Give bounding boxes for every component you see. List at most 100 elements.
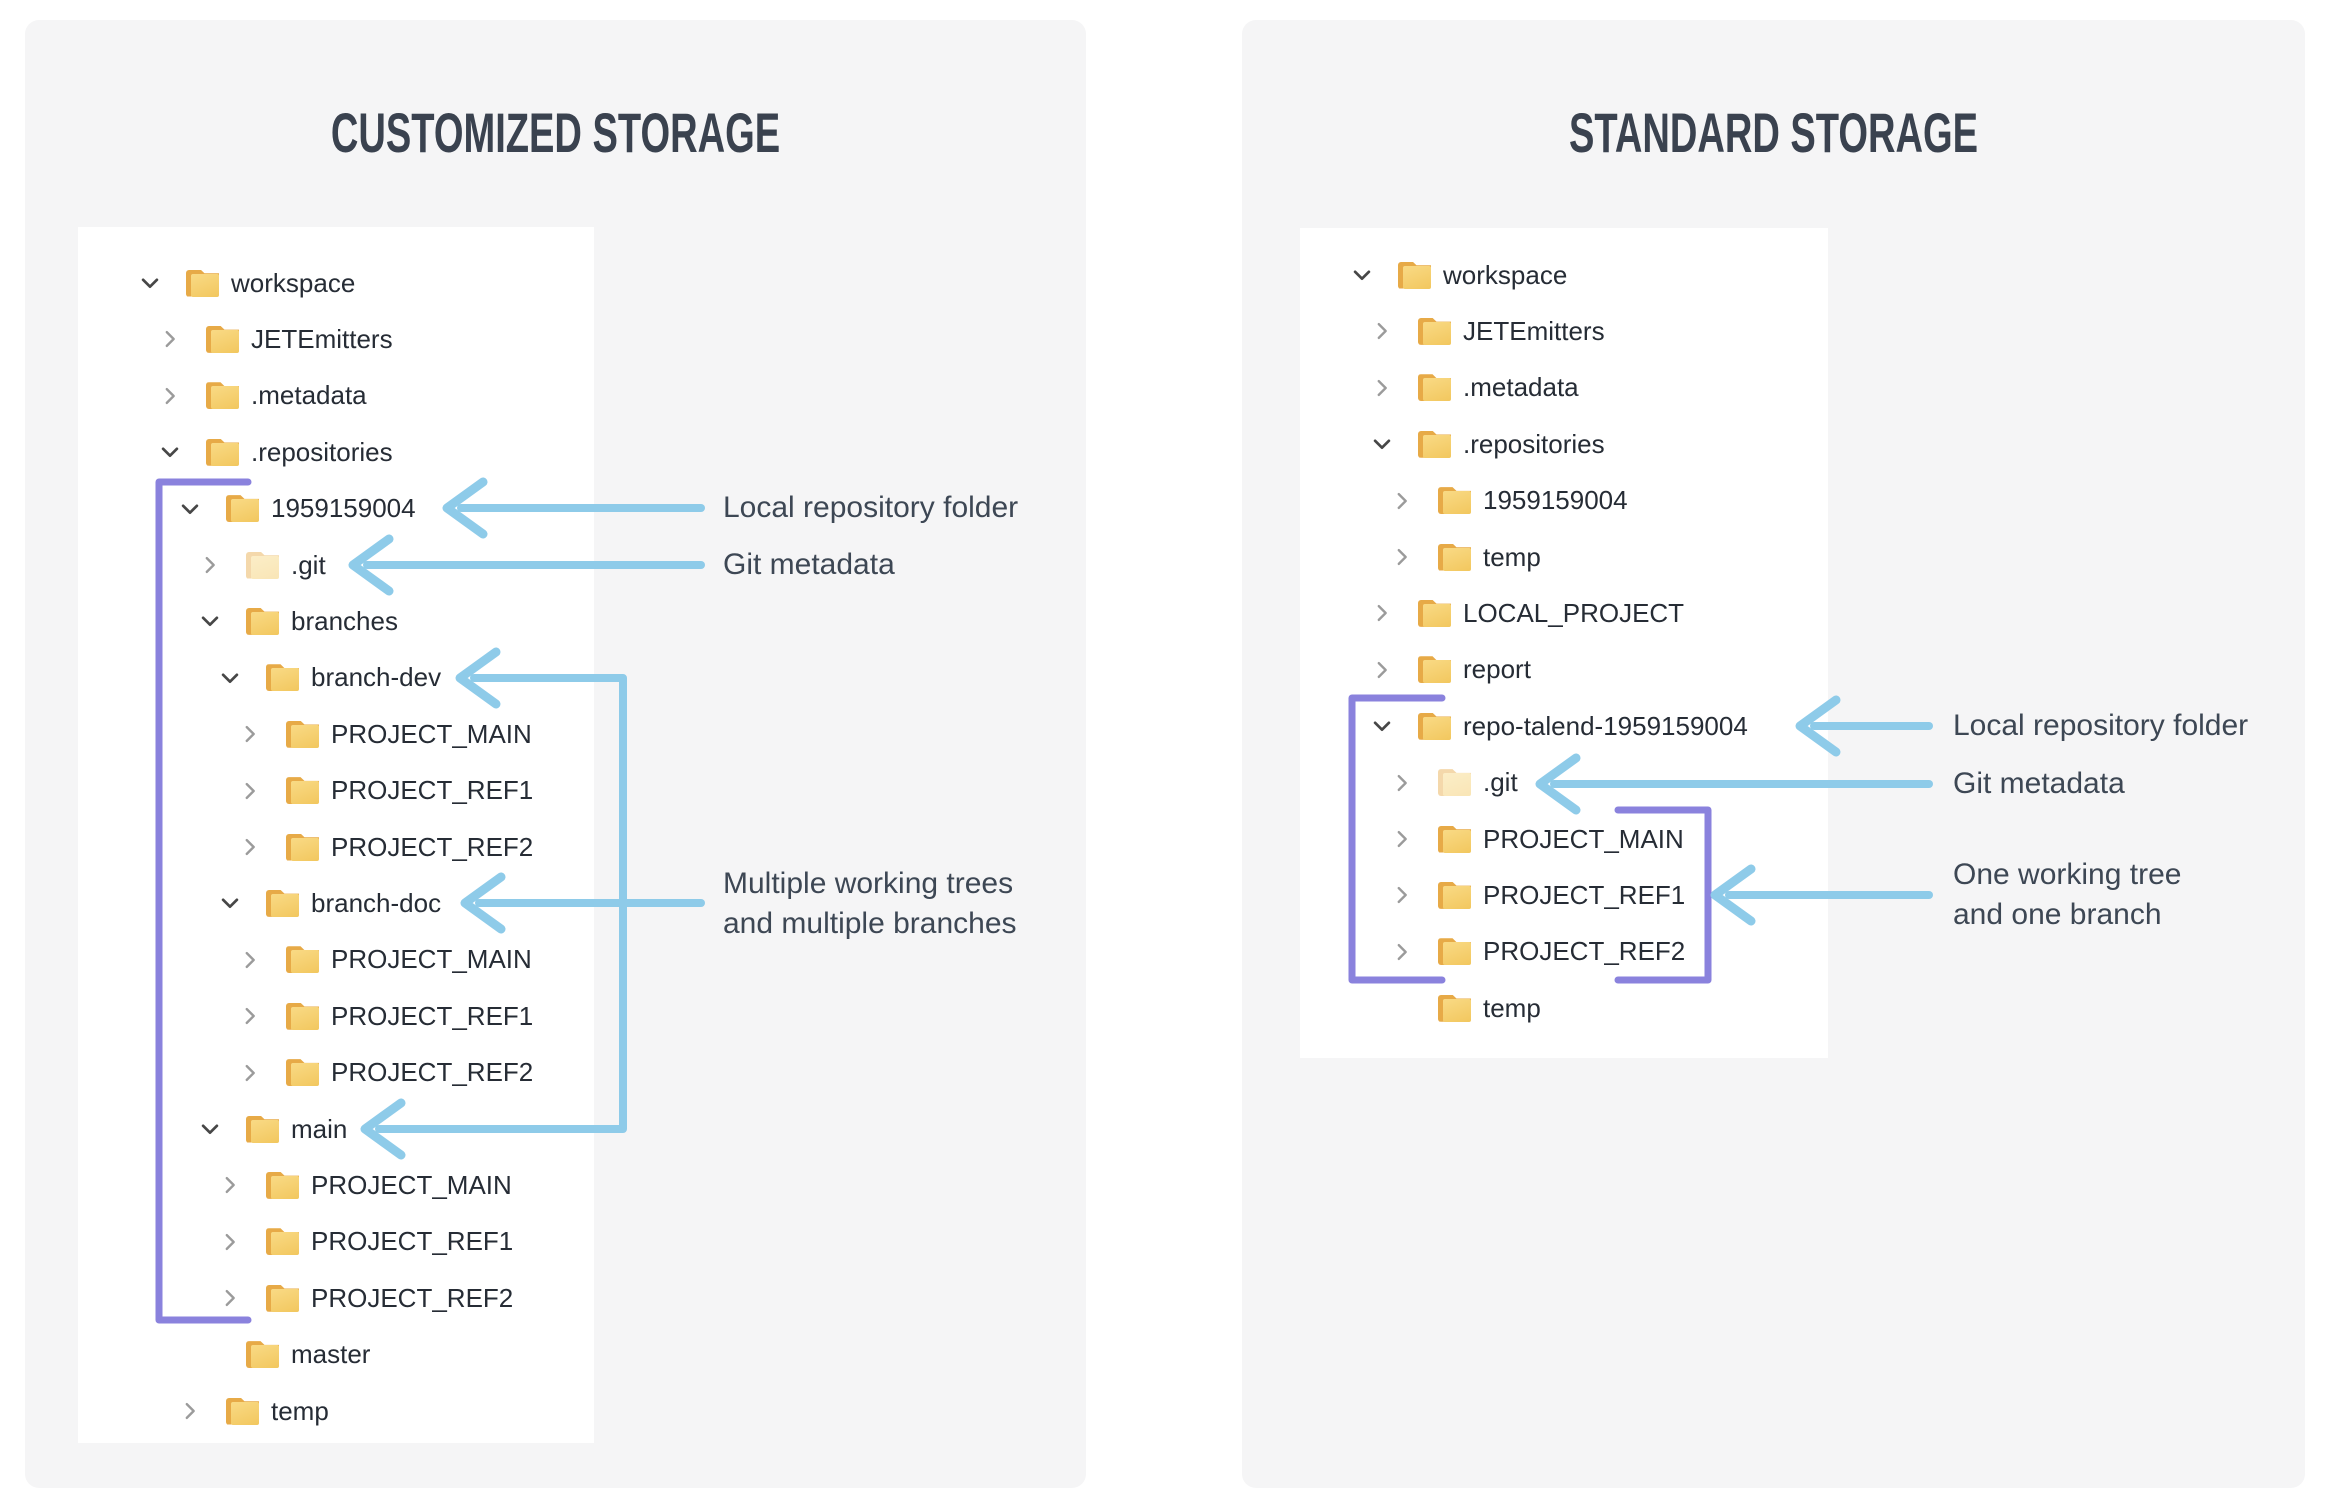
tree-item-workspace[interactable]: workspace xyxy=(1350,247,1567,303)
chevron-down-icon[interactable] xyxy=(218,891,242,915)
chevron-right-icon[interactable] xyxy=(238,779,262,803)
folder-icon xyxy=(246,551,279,579)
chevron-right-icon[interactable] xyxy=(238,835,262,859)
folder-icon xyxy=(286,1059,319,1087)
chevron-right-icon[interactable] xyxy=(1390,883,1414,907)
tree-item-label: PROJECT_REF2 xyxy=(331,831,534,862)
tree-item-label: .git xyxy=(1483,767,1518,798)
tree-item-main[interactable]: main xyxy=(198,1101,347,1157)
tree-item-label: 1959159004 xyxy=(1483,485,1628,516)
folder-icon xyxy=(266,889,299,917)
tree-item-local_project[interactable]: LOCAL_PROJECT xyxy=(1370,585,1684,641)
tree-item-project_ref1[interactable]: PROJECT_REF1 xyxy=(238,763,533,819)
chevron-right-icon[interactable] xyxy=(1390,940,1414,964)
annotation-git-metadata: Git metadata xyxy=(723,548,895,581)
tree-item-branch-doc[interactable]: branch-doc xyxy=(218,875,441,931)
tree-item-label: report xyxy=(1463,654,1531,685)
tree-item-workspace[interactable]: workspace xyxy=(138,255,355,311)
chevron-down-icon[interactable] xyxy=(138,271,162,295)
tree-item-label: PROJECT_MAIN xyxy=(1483,823,1684,854)
tree-item-project_main[interactable]: PROJECT_MAIN xyxy=(238,706,532,762)
folder-icon xyxy=(1418,317,1451,345)
tree-item-jetemitters[interactable]: JETEmitters xyxy=(158,311,393,367)
tree-item-label: branches xyxy=(291,605,398,636)
tree-item-project_ref1[interactable]: PROJECT_REF1 xyxy=(1390,867,1685,923)
chevron-down-icon[interactable] xyxy=(178,497,202,521)
tree-item-project_main[interactable]: PROJECT_MAIN xyxy=(1390,811,1684,867)
chevron-right-icon[interactable] xyxy=(178,1399,202,1423)
folder-icon xyxy=(286,946,319,974)
chevron-down-icon[interactable] xyxy=(198,609,222,633)
tree-item-temp[interactable]: temp xyxy=(178,1383,329,1439)
chevron-down-icon[interactable] xyxy=(1350,263,1374,287)
tree-item-label: PROJECT_MAIN xyxy=(311,1169,512,1200)
tree-item-temp[interactable]: temp xyxy=(1390,980,1541,1036)
tree-item-1959159004[interactable]: 1959159004 xyxy=(1390,473,1628,529)
chevron-down-icon[interactable] xyxy=(1370,432,1394,456)
tree-item-label: PROJECT_MAIN xyxy=(331,944,532,975)
chevron-right-icon[interactable] xyxy=(158,327,182,351)
folder-icon xyxy=(246,607,279,635)
folder-icon xyxy=(1438,881,1471,909)
folder-icon xyxy=(1418,430,1451,458)
chevron-right-icon[interactable] xyxy=(218,1173,242,1197)
folder-icon xyxy=(1418,374,1451,402)
chevron-right-icon[interactable] xyxy=(158,384,182,408)
chevron-right-icon[interactable] xyxy=(238,1004,262,1028)
tree-item-.repositories[interactable]: .repositories xyxy=(158,424,393,480)
tree-item-report[interactable]: report xyxy=(1370,642,1531,698)
tree-item-label: .repositories xyxy=(1463,428,1605,459)
tree-item-label: JETEmitters xyxy=(1463,315,1605,346)
tree-item-.git[interactable]: .git xyxy=(1390,755,1518,811)
folder-icon xyxy=(286,1002,319,1030)
folder-icon xyxy=(246,1115,279,1143)
chevron-right-icon[interactable] xyxy=(198,553,222,577)
annotation-line: One working tree xyxy=(1953,858,2182,891)
tree-item-project_ref1[interactable]: PROJECT_REF1 xyxy=(218,1214,513,1270)
folder-icon xyxy=(1418,599,1451,627)
chevron-right-icon[interactable] xyxy=(1390,489,1414,513)
tree-item-temp[interactable]: temp xyxy=(1390,529,1541,585)
chevron-down-icon[interactable] xyxy=(218,666,242,690)
chevron-down-icon[interactable] xyxy=(158,440,182,464)
chevron-right-icon[interactable] xyxy=(238,1061,262,1085)
chevron-right-icon[interactable] xyxy=(1370,319,1394,343)
tree-item-.metadata[interactable]: .metadata xyxy=(1370,360,1579,416)
chevron-right-icon[interactable] xyxy=(218,1286,242,1310)
chevron-right-icon[interactable] xyxy=(1390,545,1414,569)
tree-item-master[interactable]: master xyxy=(198,1327,370,1383)
tree-item-project_ref2[interactable]: PROJECT_REF2 xyxy=(238,1045,533,1101)
tree-item-project_ref1[interactable]: PROJECT_REF1 xyxy=(238,988,533,1044)
chevron-right-icon[interactable] xyxy=(1370,376,1394,400)
tree-item-1959159004[interactable]: 1959159004 xyxy=(178,481,416,537)
tree-item-label: PROJECT_REF2 xyxy=(1483,936,1686,967)
chevron-right-icon[interactable] xyxy=(1370,658,1394,682)
chevron-right-icon[interactable] xyxy=(238,722,262,746)
tree-item-project_ref2[interactable]: PROJECT_REF2 xyxy=(218,1270,513,1326)
chevron-right-icon[interactable] xyxy=(218,1230,242,1254)
standard-storage-title: STANDARD STORAGE xyxy=(1568,101,1979,164)
chevron-down-icon[interactable] xyxy=(1370,714,1394,738)
folder-icon xyxy=(1398,261,1431,289)
tree-item-.metadata[interactable]: .metadata xyxy=(158,368,367,424)
tree-item-project_ref2[interactable]: PROJECT_REF2 xyxy=(238,819,533,875)
tree-item-.git[interactable]: .git xyxy=(198,537,326,593)
chevron-right-icon[interactable] xyxy=(1390,771,1414,795)
tree-item-branches[interactable]: branches xyxy=(198,593,398,649)
folder-icon xyxy=(1438,938,1471,966)
chevron-right-icon[interactable] xyxy=(1390,827,1414,851)
tree-item-branch-dev[interactable]: branch-dev xyxy=(218,650,441,706)
tree-item-project_main[interactable]: PROJECT_MAIN xyxy=(238,932,532,988)
tree-item-.repositories[interactable]: .repositories xyxy=(1370,416,1605,472)
tree-item-label: .metadata xyxy=(251,380,367,411)
chevron-right-icon[interactable] xyxy=(1370,601,1394,625)
tree-item-repo-talend-1959159004[interactable]: repo-talend-1959159004 xyxy=(1370,698,1748,754)
tree-item-label: workspace xyxy=(231,267,356,298)
tree-item-jetemitters[interactable]: JETEmitters xyxy=(1370,303,1605,359)
tree-item-project_ref2[interactable]: PROJECT_REF2 xyxy=(1390,924,1685,980)
tree-item-project_main[interactable]: PROJECT_MAIN xyxy=(218,1157,512,1213)
chevron-right-icon[interactable] xyxy=(238,948,262,972)
tree-item-label: workspace xyxy=(1443,259,1568,290)
chevron-down-icon[interactable] xyxy=(198,1117,222,1141)
